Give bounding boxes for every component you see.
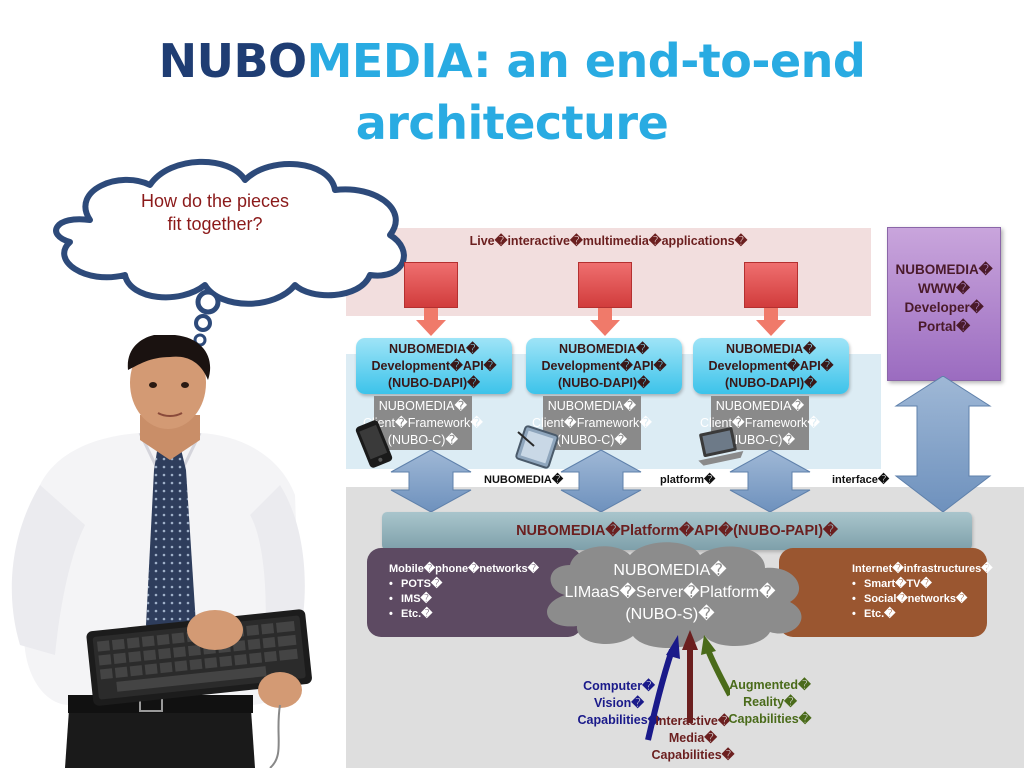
application-arrows (416, 308, 786, 336)
mobile-item: Etc.� (389, 607, 582, 622)
mobile-list: POTS� IMS� Etc.� (389, 577, 582, 622)
applications-label: Live�interactive�multimedia�applications… (469, 234, 748, 248)
thought-cloud-icon (53, 158, 407, 347)
developer-portal-box: NUBOMEDIA� WWW� Developer� Portal� (887, 227, 1001, 381)
ar-line-1: Augmented� (729, 678, 811, 692)
interface-word-3: interface� (832, 474, 890, 486)
vision-line-3: Capabilities� (577, 713, 661, 727)
mobile-item: POTS� (389, 577, 582, 592)
dapi-1-line-3: (NUBO-DAPI)� (388, 375, 480, 390)
server-line-3: (NUBO-S)� (625, 606, 715, 623)
server-line-2: LIMaaS�Server�Platform� (564, 584, 776, 601)
man-with-keyboard-illustration (11, 335, 312, 768)
mobile-networks-box: Mobile�phone�networks� POTS� IMS� Etc.� (367, 548, 582, 637)
portal-line-1: NUBOMEDIA� (895, 262, 993, 277)
dapi-3-line-2: Development�API� (708, 358, 834, 373)
dapi-3-line-3: (NUBO-DAPI)� (725, 375, 817, 390)
server-platform-label: NUBOMEDIA� LIMaaS�Server�Platform� (NUBO… (560, 560, 780, 626)
media-line-2: Media� (668, 731, 718, 745)
client-framework-box-2: NUBOMEDIA� Client�Framework� (NUBO-C)� (532, 396, 652, 450)
client-1-line-2: Client�Framework� (362, 415, 484, 430)
mobile-phone-icon (355, 420, 393, 468)
ar-line-2: Reality� (743, 695, 797, 709)
dapi-2-line-1: NUBOMEDIA� (559, 341, 649, 356)
ar-line-3: Capabilities� (728, 712, 812, 726)
dapi-3-line-1: NUBOMEDIA� (726, 341, 816, 356)
media-line-3: Capabilities� (651, 748, 735, 762)
platform-api-label: NUBOMEDIA�Platform�API�(NUBO-PAPI)� (516, 523, 838, 539)
dapi-1-line-1: NUBOMEDIA� (389, 341, 479, 356)
client-3-line-1: NUBOMEDIA� (715, 398, 805, 413)
internet-list: Smart�TV� Social�networks� Etc.� (852, 577, 987, 622)
thought-line-1: How do the pieces (140, 191, 290, 211)
internet-heading: Internet�infrastructures� (852, 563, 993, 575)
dapi-1-line-2: Development�API� (371, 358, 497, 373)
server-cloud-icon (547, 542, 802, 648)
thought-text: How do the pieces fit together? (110, 190, 320, 236)
title-nubo: NUBO (158, 34, 308, 88)
internet-item: Social�networks� (852, 592, 987, 607)
internet-item: Etc.� (852, 607, 987, 622)
client-2-line-3: (NUBO-C)� (556, 432, 628, 447)
vision-line-2: Vision� (593, 696, 645, 710)
application-box-2 (578, 262, 632, 308)
internet-item: Smart�TV� (852, 577, 987, 592)
capability-arrows (645, 630, 730, 741)
dapi-2-line-3: (NUBO-DAPI)� (558, 375, 650, 390)
interface-word-1: NUBOMEDIA� (484, 474, 564, 486)
media-line-1: Interactive� (655, 714, 731, 728)
title-media: MEDIA: an end-to-end (306, 34, 866, 88)
interface-word-2: platform� (660, 474, 716, 486)
dapi-box-2: NUBOMEDIA� Development�API� (NUBO-DAPI)� (526, 338, 682, 394)
application-box-1 (404, 262, 458, 308)
dapi-box-3: NUBOMEDIA� Development�API� (NUBO-DAPI)� (693, 338, 849, 394)
laptop-icon (698, 427, 744, 466)
client-2-line-1: NUBOMEDIA� (547, 398, 637, 413)
portal-line-2: WWW� (917, 281, 971, 296)
server-line-1: NUBOMEDIA� (613, 562, 727, 579)
interactive-media-label: Interactive� Media� Capabilities� (650, 713, 736, 764)
client-1-line-1: NUBOMEDIA� (378, 398, 468, 413)
portal-line-3: Developer� (904, 300, 984, 315)
portal-line-4: Portal� (917, 319, 971, 334)
client-3-line-2: Client�Framework� (699, 415, 821, 430)
application-box-3 (744, 262, 798, 308)
title-line2: architecture (355, 96, 669, 150)
dapi-box-1: NUBOMEDIA� Development�API� (NUBO-DAPI)� (356, 338, 512, 394)
client-framework-box-1: NUBOMEDIA� Client�Framework� (NUBO-C)� (363, 396, 483, 450)
mobile-heading: Mobile�phone�networks� (389, 563, 539, 575)
augmented-reality-label: Augmented� Reality� Capabilities� (726, 677, 814, 728)
internet-infrastructures-box: Internet�infrastructures� Smart�TV� Soci… (779, 548, 993, 637)
client-2-line-2: Client�Framework� (531, 415, 653, 430)
client-1-line-3: (NUBO-C)� (387, 432, 459, 447)
dapi-2-line-2: Development�API� (541, 358, 667, 373)
mobile-item: IMS� (389, 592, 582, 607)
platform-double-arrows (390, 376, 992, 513)
vision-line-1: Computer� (583, 679, 655, 693)
slide-title: NUBOMEDIA: an end-to-end architecture (0, 30, 1024, 154)
client-3-line-3: (NUBO-C)� (724, 432, 796, 447)
tablet-icon (515, 425, 559, 469)
thought-line-2: fit together? (167, 214, 263, 234)
computer-vision-label: Computer� Vision� Capabilities� (575, 678, 663, 729)
